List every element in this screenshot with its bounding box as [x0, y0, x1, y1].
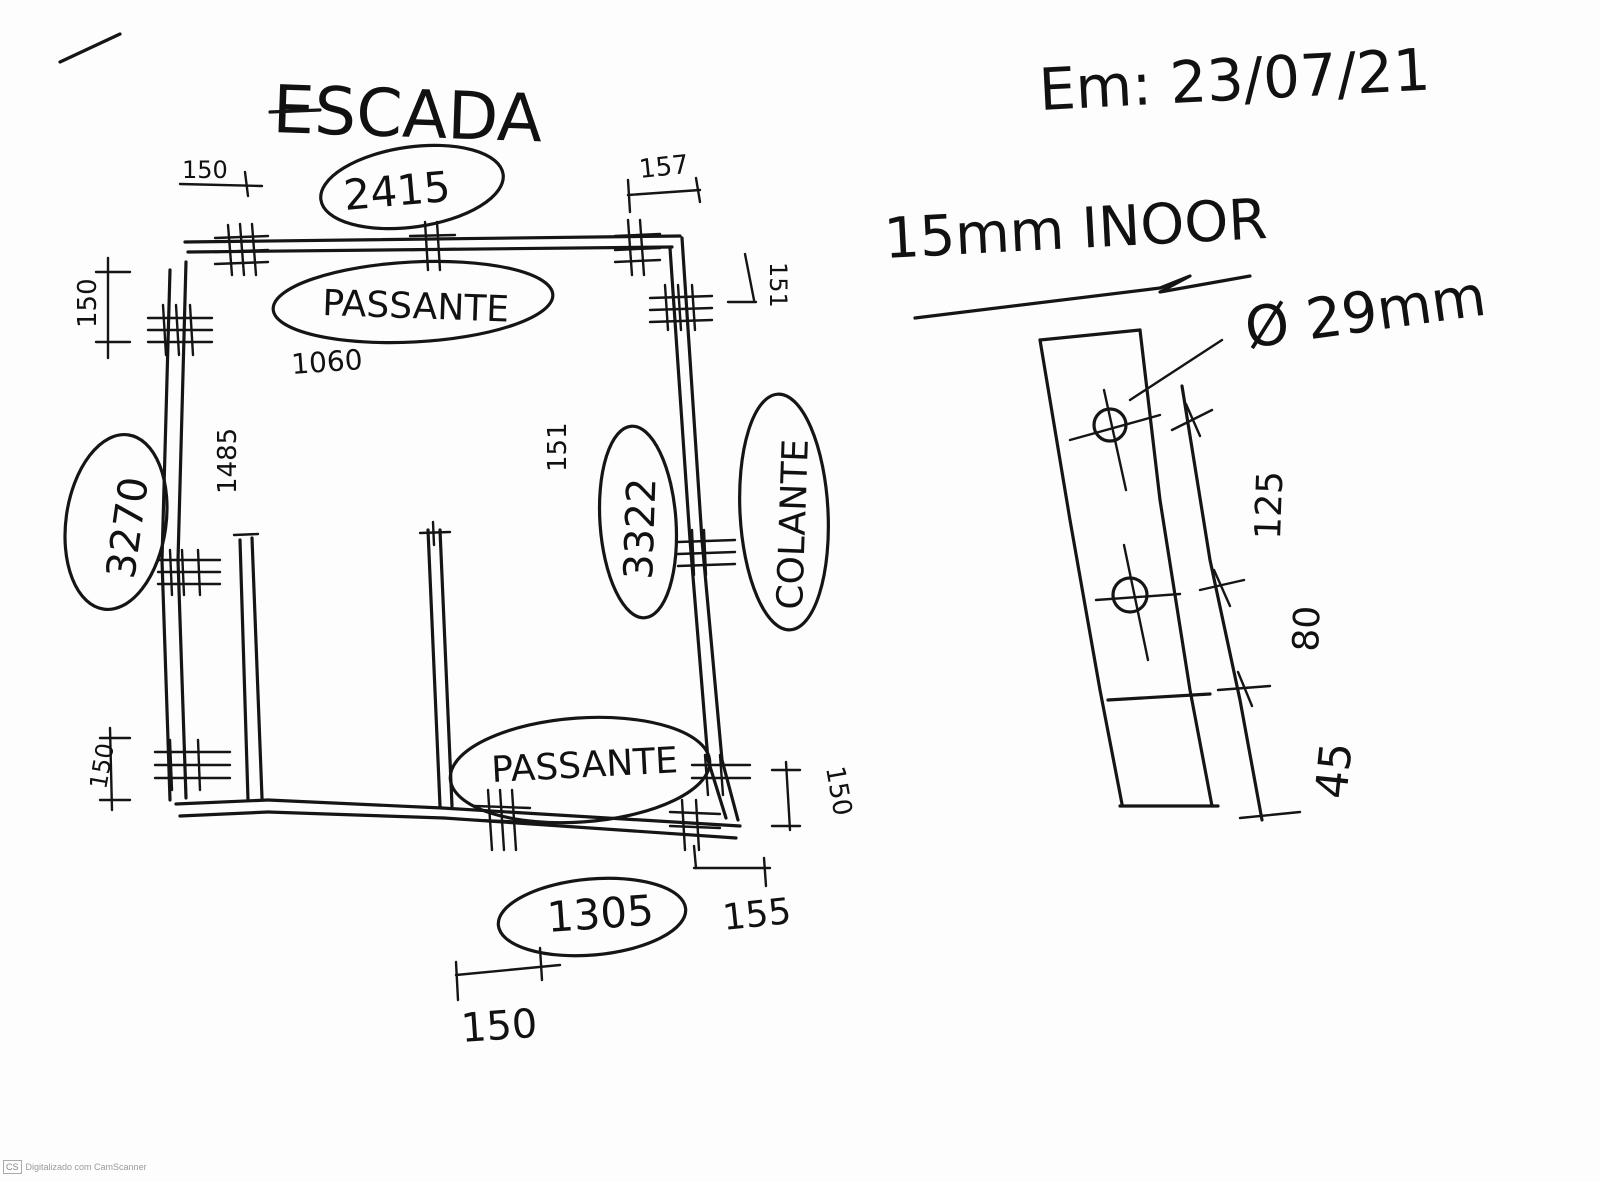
scanner-text: Digitalizado com CamScanner: [25, 1162, 147, 1172]
stray-stroke: [58, 32, 122, 64]
dim-150-left-upper: 150: [73, 278, 103, 328]
dim-1060: 1060: [290, 343, 363, 381]
detail-dim-45: 45: [1306, 740, 1363, 801]
dim-150-top-left: 150: [182, 156, 228, 184]
title-strike: [268, 108, 322, 114]
dim-150-right-lower: 150: [819, 764, 857, 818]
detail-dim-125: 125: [1248, 470, 1291, 540]
passante-top-label: PASSANTE: [322, 283, 510, 330]
dimension-lines: [94, 170, 802, 1002]
dim-151-right-upper: 151: [764, 262, 792, 308]
hole-detail: [1038, 328, 1302, 822]
dim-150-bottom: 150: [459, 1001, 538, 1052]
side-right-length: 3322: [616, 477, 666, 580]
scanner-footer: CS Digitalizado com CamScanner: [3, 1160, 147, 1174]
side-bottom-length: 1305: [545, 886, 655, 942]
detail-dim-80: 80: [1286, 605, 1329, 652]
side-left-length: 3270: [98, 474, 158, 581]
dim-150-left-lower: 150: [84, 741, 120, 791]
material-underline: [913, 274, 1252, 320]
date: Em: 23/07/21: [1037, 36, 1432, 124]
label-ellipses: [63, 143, 830, 958]
dim-151-center: 151: [543, 422, 573, 472]
dim-157-top-right: 157: [638, 150, 691, 185]
dim-155-bottom-right: 155: [721, 891, 794, 939]
dim-1485: 1485: [213, 428, 243, 494]
camscanner-icon: CS: [3, 1160, 22, 1174]
hole-diameter: Ø 29mm: [1241, 264, 1490, 362]
colante-label: COLANTE: [770, 438, 817, 610]
title: ESCADA: [271, 71, 543, 157]
material-label: 15mm INOOR: [882, 187, 1269, 272]
side-top-length: 2415: [342, 162, 453, 220]
passante-bottom-label: PASSANTE: [490, 740, 679, 791]
